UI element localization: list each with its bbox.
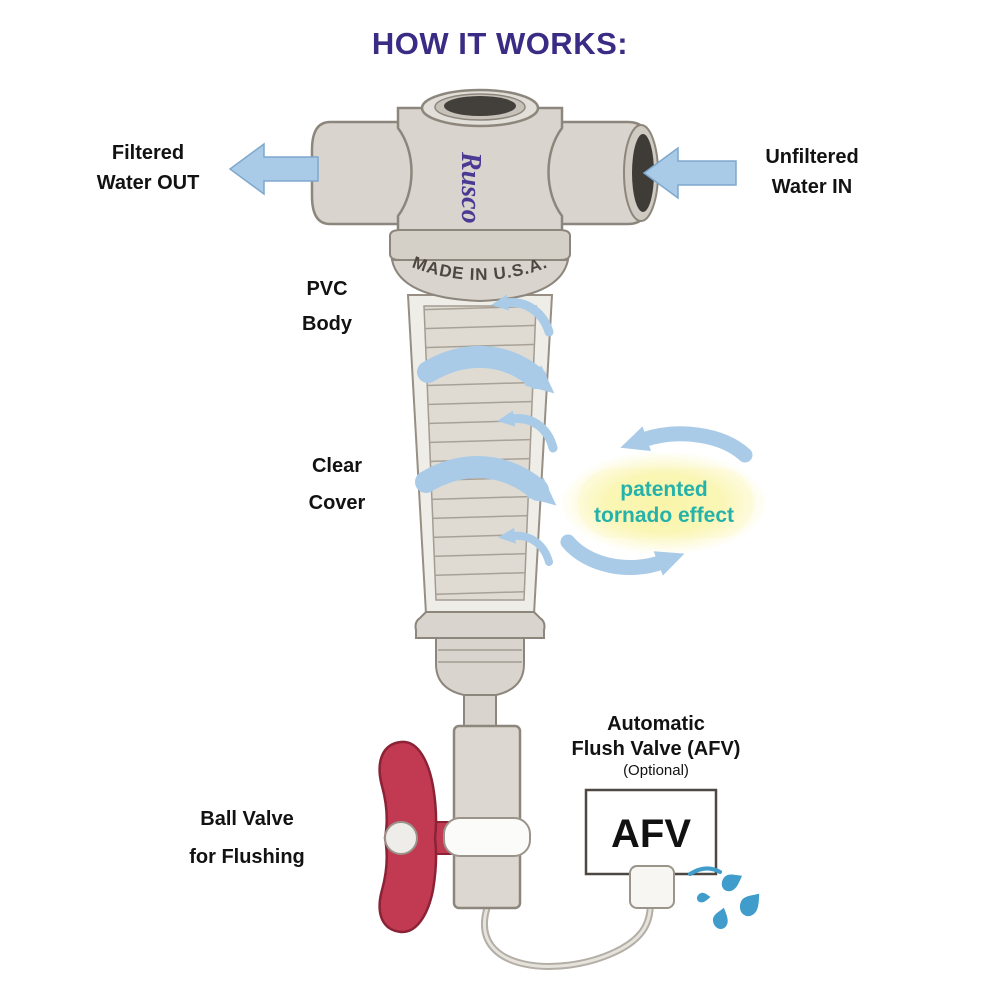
swirl-arrows: [415, 294, 753, 576]
cap-ridges: [438, 649, 522, 663]
hose-highlight: [483, 897, 652, 968]
cap-stem: [463, 694, 497, 730]
tornado-arrow-bottom: [560, 534, 685, 576]
tornado-glow: [560, 451, 768, 555]
top-tee-fitting: Rusco MADE IN U.S.A.: [310, 88, 659, 303]
droplet-icon: [735, 887, 766, 920]
swirl-chevron-bottom: [498, 527, 553, 566]
callout-unfiltered-water-in: Unfiltered Water IN: [765, 142, 858, 202]
valve-flange: [443, 817, 531, 857]
drain-hose: [481, 897, 654, 970]
rusco-logo: Rusco: [455, 151, 486, 224]
afv-box-label: AFV: [611, 812, 691, 856]
collar-dome: [390, 259, 570, 303]
afv-connector: [629, 865, 675, 909]
callout-line: Water IN: [771, 176, 853, 198]
top-opening: [444, 96, 516, 116]
handle-hub: [384, 821, 418, 855]
unfiltered-water-in-arrow: [642, 146, 737, 200]
glow-halo: [560, 451, 768, 555]
page-title: HOW IT WORKS:: [371, 26, 629, 61]
callout-ball-valve: Ball Valve for Flushing: [189, 800, 305, 876]
bottom-cap: [414, 611, 546, 730]
callout-pvc-body: PVC Body: [302, 272, 352, 342]
droplet-icon: [718, 868, 746, 895]
afv-unit: AFV: [584, 788, 718, 909]
swirl-arrow-upper: [417, 345, 555, 394]
callout-line: Ball Valve: [200, 808, 294, 830]
callout-line: Clear: [311, 455, 363, 477]
swirl-chevron-middle: [497, 410, 558, 453]
swirl-chevron-top: [491, 294, 554, 337]
callout-line: Unfiltered: [765, 146, 859, 168]
callout-line: Automatic: [607, 713, 705, 735]
callout-optional-note: (Optional): [623, 762, 689, 779]
callout-line: Body: [302, 313, 352, 335]
callout-line: patented: [620, 478, 708, 501]
callout-line: PVC: [306, 278, 348, 300]
callout-clear-cover: Clear Cover: [309, 448, 366, 522]
callout-line: Filtered: [111, 142, 185, 164]
callout-line: Cover: [308, 492, 366, 514]
droplet-icon: [696, 891, 712, 904]
callout-automatic-flush-valve: Automatic Flush Valve (AFV) (Optional): [572, 712, 741, 781]
callout-line: tornado effect: [593, 504, 735, 528]
callout-line: Flush Valve (AFV): [571, 738, 741, 760]
cone-flare: [414, 611, 546, 639]
tornado-arrow-top: [620, 426, 753, 463]
spray-arc: [688, 866, 722, 876]
callout-line: for Flushing: [189, 846, 305, 868]
afv-box: [584, 788, 718, 876]
callout-tornado-effect: patented tornado effect: [594, 477, 734, 530]
filtered-water-out-arrow: [228, 142, 319, 196]
clear-cover-cone: [406, 294, 554, 615]
cap-body: [435, 637, 525, 699]
flush-valve: [378, 724, 531, 934]
callout-filtered-water-out: Filtered Water OUT: [97, 138, 200, 198]
water-droplets: [688, 866, 766, 931]
callout-line: Water OUT: [96, 172, 200, 194]
droplet-icon: [711, 906, 731, 931]
outlet-pipe-left: [310, 120, 418, 226]
swirl-arrow-lower: [415, 456, 557, 506]
